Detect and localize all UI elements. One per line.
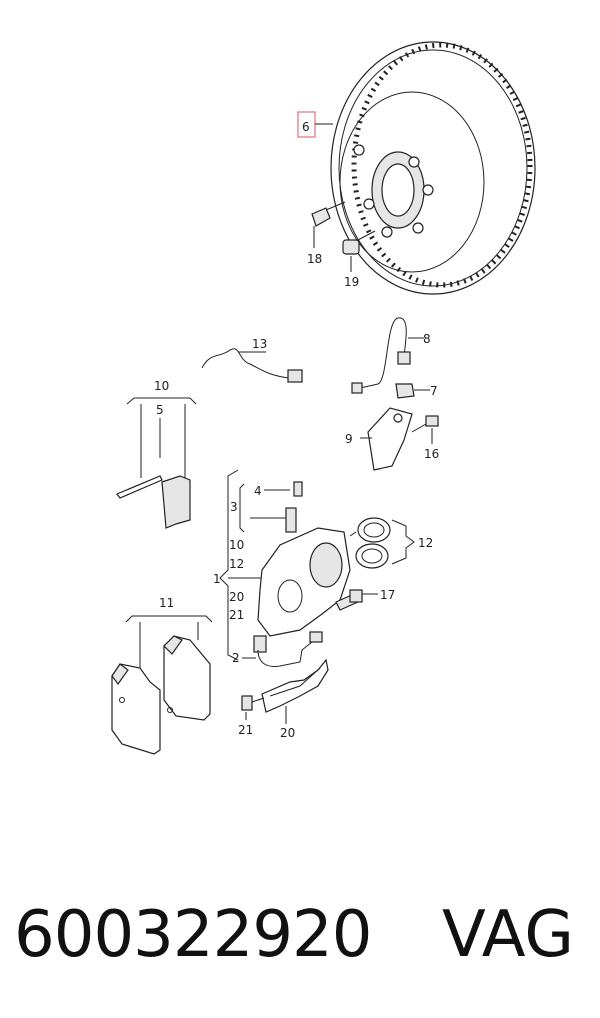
- svg-text:1: 1: [213, 572, 221, 586]
- svg-text:2: 2: [232, 651, 240, 665]
- svg-text:9: 9: [345, 432, 353, 446]
- brand-name: VAG: [442, 898, 574, 972]
- svg-text:4: 4: [254, 484, 262, 498]
- part-number: 600322920: [14, 898, 372, 972]
- wear-sensor: 13: [201, 337, 303, 383]
- bracket-bolt: 16: [411, 415, 439, 461]
- svg-text:16: 16: [424, 447, 439, 461]
- footer: 600322920 VAG: [0, 880, 600, 990]
- svg-text:17: 17: [380, 588, 395, 602]
- svg-text:10: 10: [154, 379, 169, 393]
- disc-screw: 18: [307, 201, 346, 266]
- brake-pipe: 2: [232, 631, 323, 667]
- svg-text:5: 5: [156, 403, 164, 417]
- svg-text:12: 12: [229, 557, 244, 571]
- svg-text:21: 21: [238, 723, 253, 737]
- bracket-plate: 9: [345, 407, 413, 471]
- caliper-bolt: 17: [335, 588, 395, 611]
- disc-nut: 19: [342, 230, 376, 289]
- svg-text:13: 13: [252, 337, 267, 351]
- svg-text:8: 8: [423, 332, 431, 346]
- svg-text:19: 19: [344, 275, 359, 289]
- svg-text:20: 20: [229, 590, 244, 604]
- pad-pin-group: 10 5: [116, 379, 197, 529]
- brake-disc: [330, 41, 536, 295]
- retainer-bolt: 21: [238, 695, 265, 737]
- caliper-seals: 12: [349, 517, 433, 569]
- svg-text:3: 3: [230, 500, 238, 514]
- svg-text:6: 6: [302, 120, 310, 134]
- svg-text:7: 7: [430, 384, 438, 398]
- svg-text:12: 12: [418, 536, 433, 550]
- svg-text:18: 18: [307, 252, 322, 266]
- hose-clip: 7: [395, 383, 438, 399]
- svg-text:21: 21: [229, 608, 244, 622]
- brake-pads: 11: [111, 596, 213, 755]
- svg-text:11: 11: [159, 596, 174, 610]
- callout-6: 6: [297, 111, 333, 138]
- svg-text:10: 10: [229, 538, 244, 552]
- caliper-group: 1 3 4 10 12 20 21: [213, 469, 351, 661]
- svg-text:20: 20: [280, 726, 295, 740]
- brake-hose: 8: [351, 317, 431, 394]
- pad-retainer-spring: 20: [261, 658, 329, 740]
- brake-assembly-diagram: 6 18 19 13 8 7 9: [111, 41, 536, 755]
